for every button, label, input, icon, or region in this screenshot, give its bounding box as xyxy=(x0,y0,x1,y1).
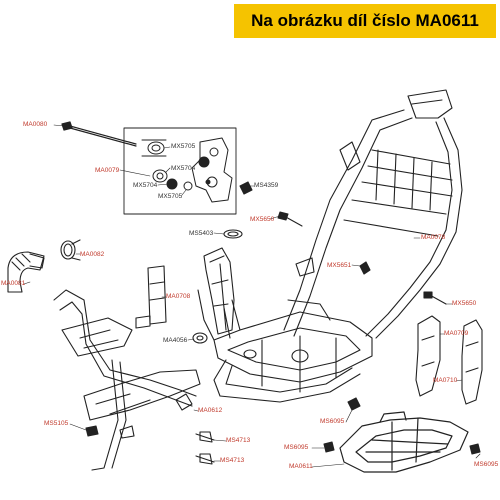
clamp-ring xyxy=(60,239,81,261)
callout-mx5650-lower: MX5650 xyxy=(452,300,477,307)
rear-subframe xyxy=(53,289,201,471)
callout-ma0708: MA0708 xyxy=(166,293,191,300)
callout-mx5704-right: MX5704 xyxy=(171,165,196,172)
callout-ms6095-right: MS6095 xyxy=(474,461,499,468)
callout-ma0080: MA0080 xyxy=(23,121,48,128)
callout-ma0611: MA0611 xyxy=(289,463,313,470)
part-number-banner: Na obrázku díl číslo MA0611 xyxy=(234,4,496,38)
callout-ms4713-lower: MS4713 xyxy=(220,457,245,464)
callout-ms4359: MS4359 xyxy=(254,182,279,189)
callout-ma0081: MA0081 xyxy=(1,280,26,287)
callout-ms5105: MS5105 xyxy=(44,420,69,427)
bracket-plate xyxy=(135,265,167,329)
callout-mx5650-upper: MX5650 xyxy=(250,216,275,223)
callout-ma0709: MA0709 xyxy=(444,330,469,337)
side-brackets xyxy=(415,315,483,405)
callout-ms5403: MS5403 xyxy=(189,230,214,237)
callout-ma0612: MA0612 xyxy=(198,407,223,414)
front-tube-assembly xyxy=(203,247,235,335)
small-fasteners xyxy=(85,181,481,465)
callout-ma4056: MA4056 xyxy=(163,337,188,344)
callout-ma0078: MA0078 xyxy=(421,234,446,241)
callout-ma0079: MA0079 xyxy=(95,167,120,174)
long-bolt xyxy=(61,121,137,147)
main-frame xyxy=(197,89,463,403)
callout-ma0082: MA0082 xyxy=(80,251,105,258)
callout-ms6095-left: MS6095 xyxy=(284,444,309,451)
callout-ma0710: MA0710 xyxy=(433,377,458,384)
elbow-hose xyxy=(7,251,45,293)
callout-mx5705-bottom: MX5705 xyxy=(158,193,183,200)
callout-ms4713-upper: MS4713 xyxy=(226,437,251,444)
callout-mx5705-top: MX5705 xyxy=(171,143,196,150)
steering-bracket xyxy=(141,137,233,203)
callout-mx5704-left: MX5704 xyxy=(133,182,158,189)
callout-mx5651: MX5651 xyxy=(327,262,352,269)
skid-plate xyxy=(339,411,469,473)
callout-ms6095-top: MS6095 xyxy=(320,418,345,425)
leader-lines xyxy=(23,124,481,468)
